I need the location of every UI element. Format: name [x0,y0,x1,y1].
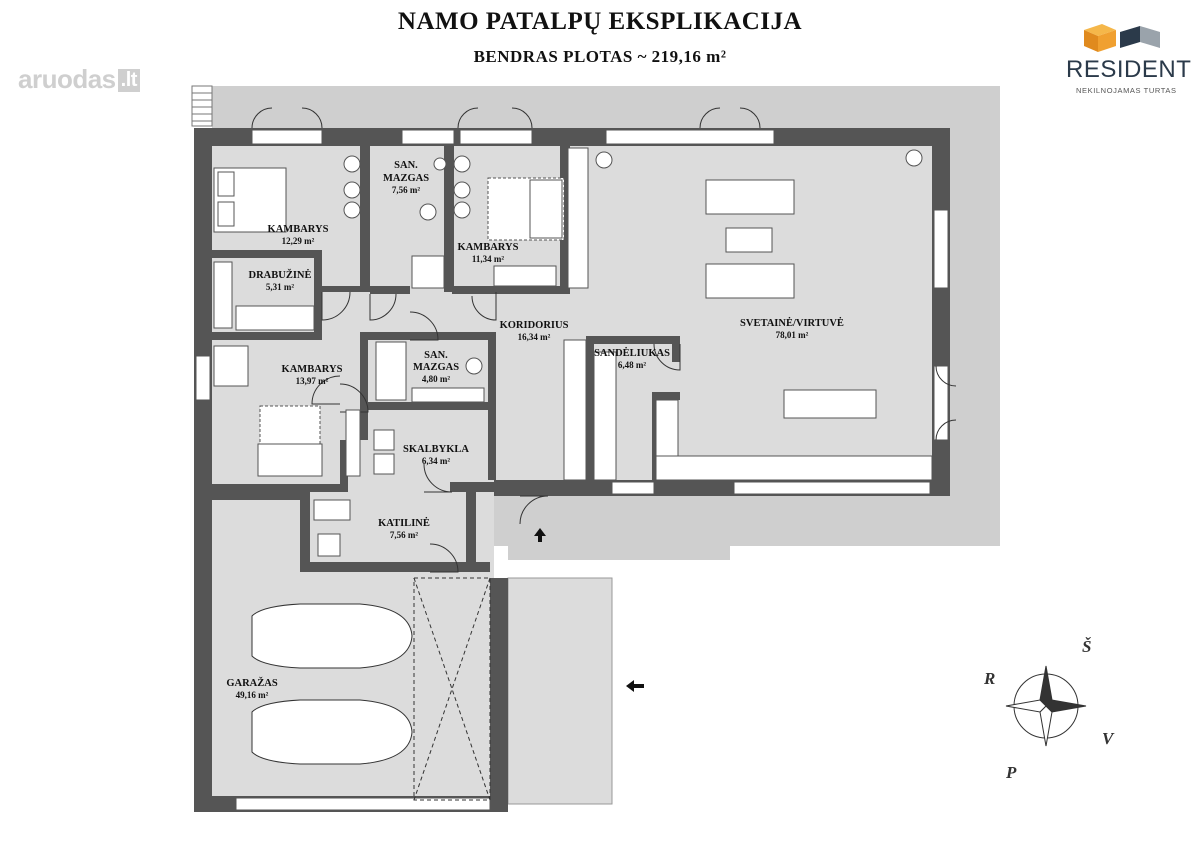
resident-logo-icon [1084,24,1160,52]
closet-rail [567,147,589,289]
compass-east: R [983,669,995,688]
logo-name: RESIDENT [1066,56,1192,83]
room-kambarys3-area: 13,97 m² [296,376,329,386]
room-garazas-area: 49,16 m² [236,690,269,700]
built-in-1 [563,339,587,481]
compass-west: V [1102,729,1115,748]
room-kambarys1-area: 12,29 m² [282,236,315,246]
vent-grille [191,85,213,127]
room-svetaine-area: 78,01 m² [776,330,809,340]
dining-table [783,389,877,419]
sink-counter [411,387,485,403]
room-drabuzine-area: 5,31 m² [266,282,294,292]
room-katiline-name: KATILINĖ [378,517,430,529]
car-2 [251,699,413,765]
compass-south: P [1005,763,1017,782]
desk-1 [213,345,249,387]
room-koridorius-area: 16,34 m² [518,332,551,342]
room-kambarys2-name: KAMBARYS [458,242,519,253]
room-kambarys3-name: KAMBARYS [282,364,343,375]
watermark: aruodas.lt [18,64,140,95]
room-svetaine-name: SVETAINĖ/VIRTUVĖ [740,317,844,329]
coffee-table [725,227,773,253]
dresser [493,265,557,287]
room-skalbykla-area: 6,34 m² [422,456,450,466]
room-sanmazgas1-name2: MAZGAS [383,173,429,184]
room-koridorius-name: KORIDORIUS [500,320,569,331]
plan-subtitle: BENDRAS PLOTAS ~ 219,16 m² [473,47,727,66]
entrance-arrow [534,528,546,542]
sofa-1 [705,179,795,215]
built-in-2 [593,351,617,481]
cabinet-1 [345,409,361,477]
furniture [213,147,933,557]
car-1 [251,603,413,669]
plan-title: NAMO PATALPŲ EKSPLIKACIJA [397,8,803,35]
garage [251,577,491,801]
washer [373,429,395,451]
boiler-unit [313,499,351,521]
shower [411,255,445,289]
watermark-text: aruodas [18,64,116,94]
dryer [373,453,395,475]
boiler [317,533,341,557]
room-sanmazgas2-name: SAN. [424,350,448,361]
room-sandeliukas-name: SANDĖLIUKAS [594,347,670,359]
doors [251,107,957,573]
kitchen-side [655,399,679,457]
room-sanmazgas2-name2: MAZGAS [413,362,459,373]
kitchen-counter [655,455,933,481]
wardrobe [213,261,233,329]
sofa-2 [705,263,795,299]
room-kambarys2-area: 11,34 m² [472,254,505,264]
compass-north: Š [1082,637,1092,656]
room-sanmazgas2-area: 4,80 m² [422,374,450,384]
windows [195,129,949,811]
compass [1005,665,1087,747]
watermark-suffix: .lt [117,69,140,92]
garage-arrow [626,680,644,692]
room-sanmazgas1-area: 7,56 m² [392,185,420,195]
room-drabuzine-name: DRABUŽINĖ [248,269,311,281]
room-sanmazgas1-name: SAN. [394,160,418,171]
room-kambarys1-name: KAMBARYS [268,224,329,235]
driveway [507,577,613,805]
room-sandeliukas-area: 6,48 m² [618,360,646,370]
room-garazas-name: GARAŽAS [226,677,278,689]
logo-tagline: NEKILNOJAMAS TURTAS [1076,86,1177,95]
room-skalbykla-name: SKALBYKLA [403,444,469,455]
room-katiline-area: 7,56 m² [390,530,418,540]
bathtub [375,341,407,401]
